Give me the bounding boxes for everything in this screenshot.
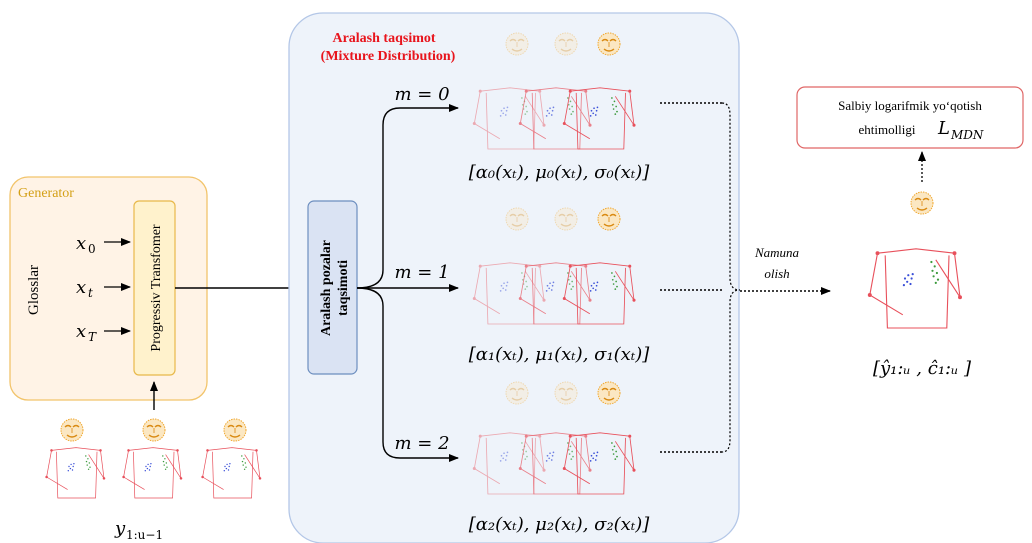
svg-text:x: x <box>76 321 86 342</box>
svg-text:1:u−1: 1:u−1 <box>126 528 163 542</box>
gloss-input-t: x t <box>76 277 93 300</box>
mixture-box <box>288 12 740 543</box>
svg-text:x: x <box>76 233 86 254</box>
history-pose-3 <box>200 447 262 499</box>
svg-text:x: x <box>76 277 86 298</box>
component-label-0: m = 0 <box>394 84 449 105</box>
output-face-icon <box>910 191 934 215</box>
history-face-3-icon <box>223 418 247 442</box>
transformer-label: Progressiv Transfomer <box>149 224 164 352</box>
gloss-input-0: x 0 <box>76 233 96 256</box>
loss-box <box>796 86 1024 149</box>
loss-symbol: L MDN <box>937 118 984 142</box>
component-label-1: m = 1 <box>394 262 449 283</box>
component-params-2: [α₂(xₜ), μ₂(xₜ), σ₂(xₜ)] <box>469 514 651 535</box>
history-face-2-icon <box>142 418 166 442</box>
history-pose-2 <box>121 447 183 499</box>
component-label-2: m = 2 <box>394 433 449 454</box>
history-pose-1 <box>44 447 106 499</box>
svg-text:0: 0 <box>88 242 96 256</box>
output-label: [ŷ₁:ᵤ , ĉ₁:ᵤ ] <box>873 358 972 379</box>
svg-text:T: T <box>88 330 97 344</box>
loss-line2: ehtimolligi <box>858 122 915 137</box>
sampling-brace <box>721 102 741 453</box>
pose-box-line1: Aralash pozalar <box>319 240 334 336</box>
history-face-1-icon <box>60 418 84 442</box>
output-pose <box>867 248 963 329</box>
sampling-label-line1: Namuna <box>754 245 800 260</box>
mixture-title-en: (Mixture Distribution) <box>321 49 456 64</box>
glosses-label: Glosslar <box>26 265 42 315</box>
pose-box-line2: taqsimoti <box>336 260 351 316</box>
sampling-label-line2: olish <box>764 266 789 281</box>
branch-arrow-2 <box>356 287 459 462</box>
loss-line1: Salbiy logarifmik yo‘qotish <box>838 98 982 113</box>
branch-arrow-0 <box>356 104 459 289</box>
component-params-1: [α₁(xₜ), μ₁(xₜ), σ₁(xₜ)] <box>469 344 651 365</box>
svg-text:MDN: MDN <box>950 128 984 142</box>
gloss-input-T: x T <box>76 321 97 344</box>
svg-text:y: y <box>114 518 126 539</box>
generator-title: Generator <box>18 186 74 201</box>
svg-text:L: L <box>937 118 950 139</box>
component-params-0: [α₀(xₜ), μ₀(xₜ), σ₀(xₜ)] <box>469 162 651 183</box>
mixture-title-uz: Aralash taqsimot <box>332 31 435 46</box>
svg-text:t: t <box>88 286 93 300</box>
history-label: y 1:u−1 <box>114 518 163 542</box>
